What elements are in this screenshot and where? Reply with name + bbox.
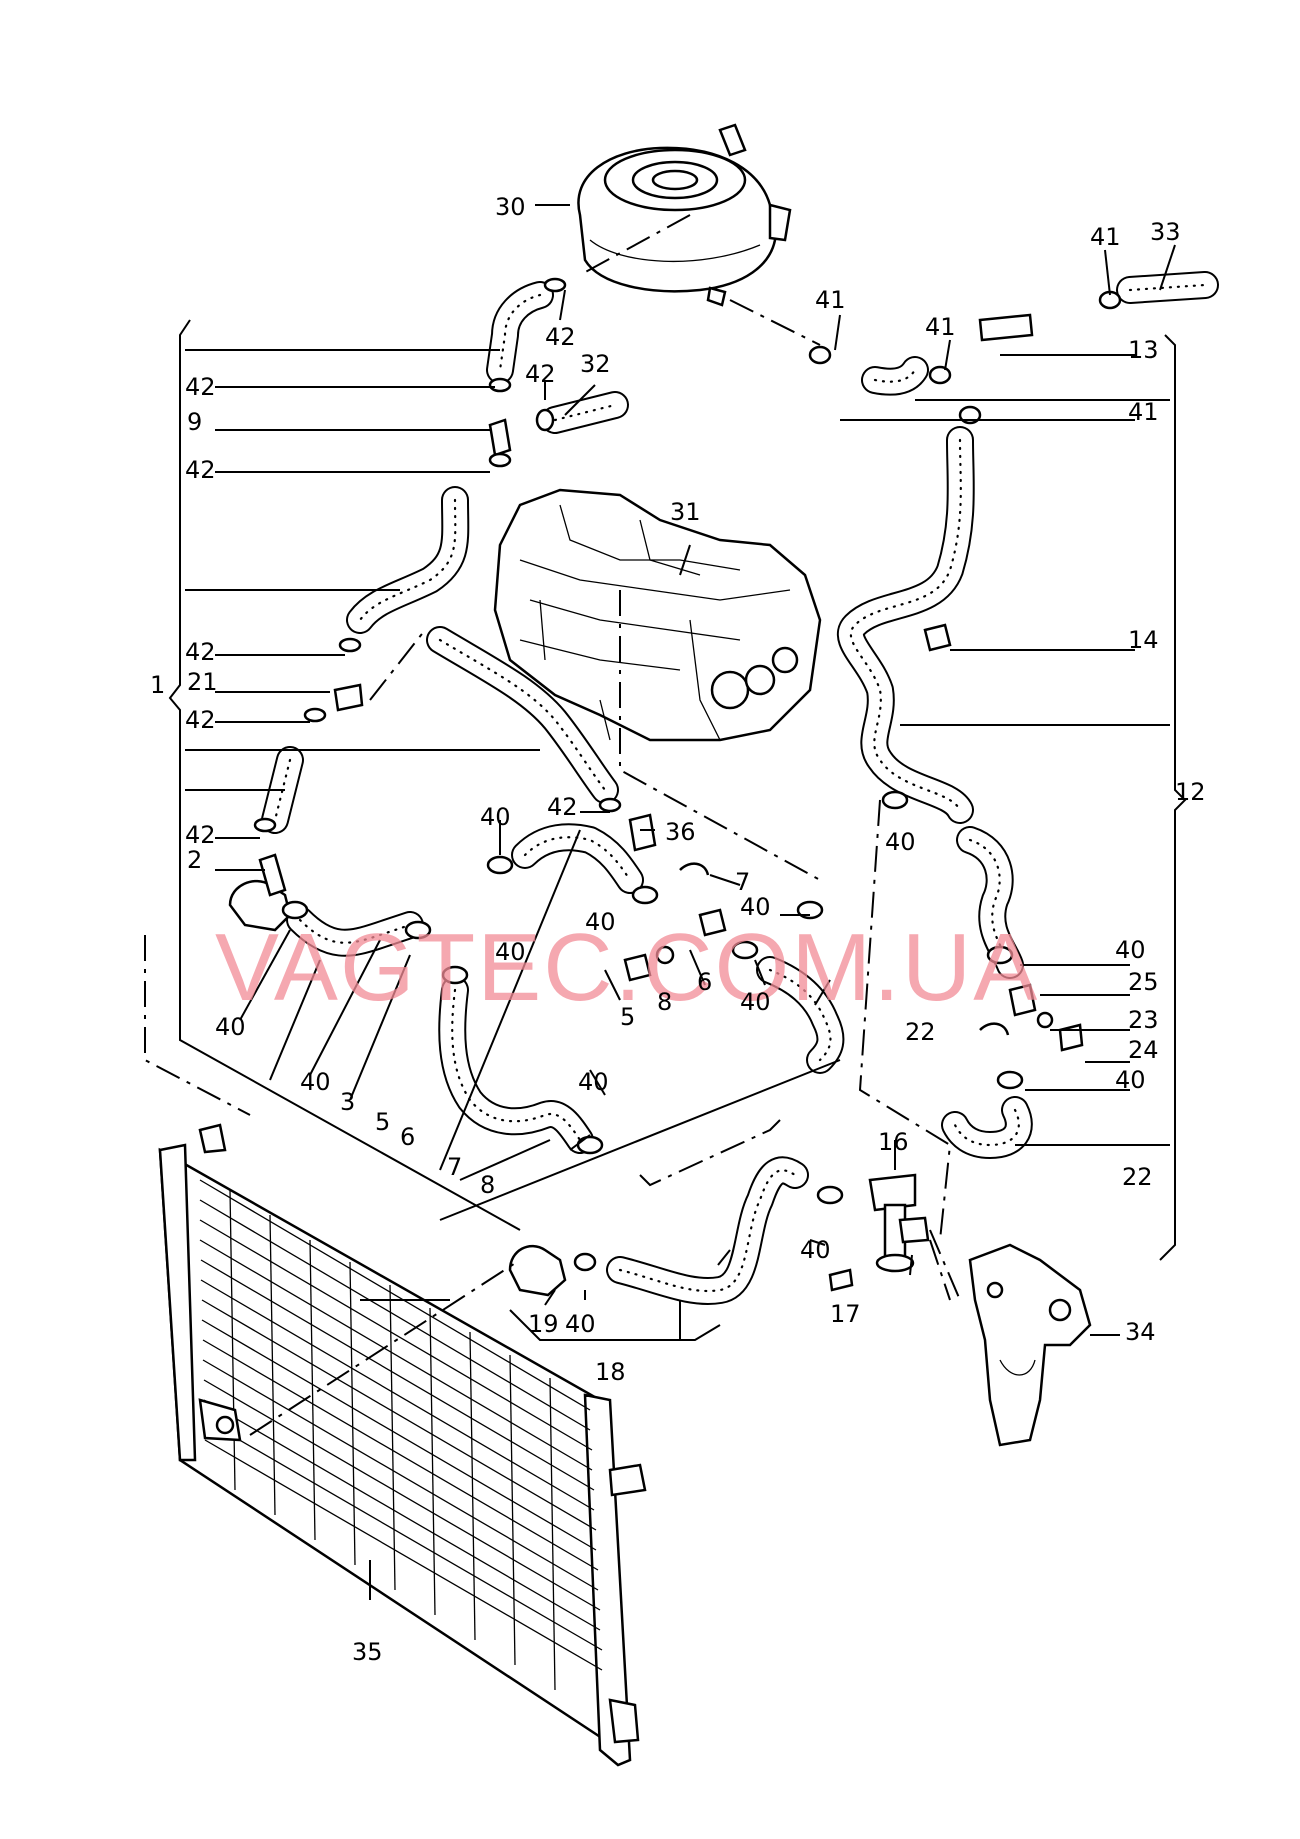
seal-8 [655, 945, 675, 965]
label-22-right: 22 [1122, 1163, 1153, 1191]
sensor-24 [1058, 1023, 1084, 1052]
label-34: 34 [1125, 1318, 1156, 1346]
expansion-tank-30 [577, 123, 792, 307]
t-piece-16 [868, 1173, 930, 1273]
label-40-e: 40 [495, 938, 526, 966]
hose-5 [511, 823, 644, 894]
connector-25 [1008, 983, 1037, 1017]
sensor-14 [923, 623, 952, 652]
label-40-i: 40 [885, 828, 916, 856]
label-40-a: 40 [215, 1013, 246, 1041]
hose-left-vent-lower [346, 486, 470, 634]
label-42-g: 42 [185, 821, 216, 849]
watermark: VAGTEC.COM.UA [215, 914, 1039, 1021]
hose-reservoir-vent [486, 281, 554, 384]
label-40-c: 40 [480, 803, 511, 831]
seal-23 [1036, 1011, 1054, 1029]
hoses [261, 271, 1219, 1305]
engine-block-31 [493, 488, 822, 742]
phantom-lines [144, 214, 961, 1436]
label-13: 13 [1128, 336, 1159, 364]
flange-2 [228, 853, 292, 932]
label-7: 7 [735, 868, 750, 896]
connector-9 [488, 418, 512, 457]
label-16: 16 [878, 1128, 909, 1156]
part-labels: 1 2 3 5 5 6 6 7 7 8 8 9 12 13 14 16 17 1… [150, 193, 1206, 1666]
clip-7 [679, 862, 710, 876]
label-40-b: 40 [300, 1068, 331, 1096]
label-22: 22 [905, 1018, 936, 1046]
connector-13 [978, 313, 1034, 342]
label-41-b: 41 [925, 313, 956, 341]
label-42-h: 42 [547, 793, 578, 821]
label-41-a: 41 [815, 286, 846, 314]
label-2: 2 [187, 846, 202, 874]
label-40-l: 40 [800, 1236, 831, 1264]
label-35: 35 [352, 1638, 383, 1666]
label-42-b: 42 [185, 456, 216, 484]
label-41-d: 41 [1128, 398, 1159, 426]
label-5: 5 [620, 1003, 635, 1031]
label-23: 23 [1128, 1006, 1159, 1034]
label-31: 31 [670, 498, 701, 526]
label-8: 8 [657, 988, 672, 1016]
bracket-34 [968, 1243, 1092, 1447]
label-14: 14 [1128, 626, 1159, 654]
label-3: 3 [340, 1088, 355, 1116]
label-42-e: 42 [185, 638, 216, 666]
label-5-left: 5 [375, 1108, 390, 1136]
hose-6 [756, 956, 845, 1074]
plug-5 [623, 953, 652, 982]
label-40-f: 40 [740, 988, 771, 1016]
label-6-left: 6 [400, 1123, 415, 1151]
label-1: 1 [150, 671, 165, 699]
label-25: 25 [1128, 968, 1159, 996]
label-24: 24 [1128, 1036, 1159, 1064]
radiator-35 [158, 1123, 647, 1767]
radiator-fins [199, 1179, 603, 1691]
label-32: 32 [580, 350, 611, 378]
hose-22 [941, 1096, 1033, 1159]
label-42-c: 42 [545, 323, 576, 351]
label-42-a: 42 [185, 373, 216, 401]
label-42-d: 42 [525, 360, 556, 388]
label-40-k: 40 [1115, 1066, 1146, 1094]
label-6: 6 [697, 968, 712, 996]
bolt-17 [828, 1268, 854, 1292]
hose-18 [606, 1156, 809, 1305]
label-12: 12 [1175, 778, 1206, 806]
label-36: 36 [665, 818, 696, 846]
label-40-j: 40 [1115, 936, 1146, 964]
label-33: 33 [1150, 218, 1181, 246]
label-42-f: 42 [185, 706, 216, 734]
label-41-c: 41 [1090, 223, 1121, 251]
hose-right-12-upper [837, 356, 975, 824]
clip-22 [979, 1022, 1010, 1036]
label-7-left: 7 [447, 1153, 462, 1181]
connector-21 [333, 683, 364, 712]
connector-6 [698, 908, 727, 937]
label-30: 30 [495, 193, 526, 221]
label-9: 9 [187, 408, 202, 436]
label-19: 19 [528, 1310, 559, 1338]
flange-19 [508, 1244, 567, 1297]
hose-engine-to-36 [426, 626, 619, 804]
label-21: 21 [187, 668, 218, 696]
hose-33 [1116, 271, 1219, 304]
label-40-h: 40 [578, 1068, 609, 1096]
small-parts [333, 313, 1084, 1292]
label-8-left: 8 [480, 1171, 495, 1199]
label-40-m: 40 [565, 1310, 596, 1338]
hose-8 [438, 976, 594, 1154]
leader-lines [168, 204, 1187, 1600]
label-40-d: 40 [585, 908, 616, 936]
hose-32 [541, 391, 629, 434]
label-18: 18 [595, 1358, 626, 1386]
label-17: 17 [830, 1300, 861, 1328]
hose-3 [286, 906, 424, 957]
label-40-g: 40 [740, 893, 771, 921]
sensor-36 [628, 813, 657, 852]
